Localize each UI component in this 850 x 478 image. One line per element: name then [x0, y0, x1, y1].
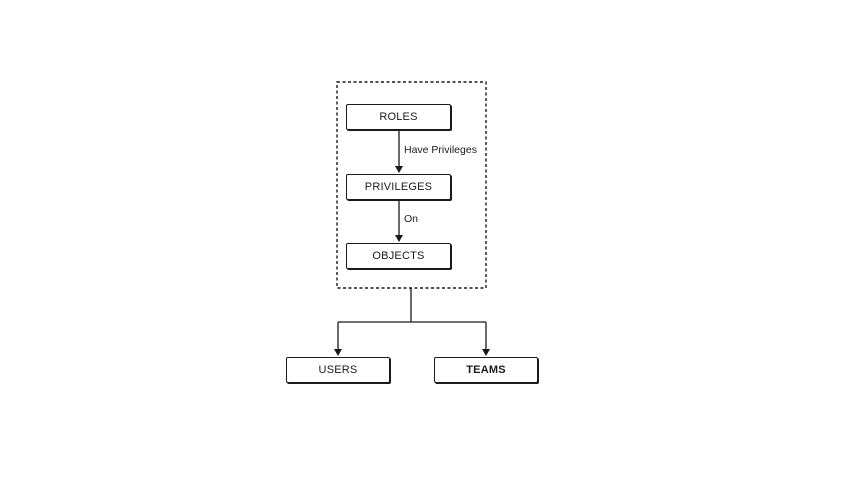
- node-objects: OBJECTS: [346, 243, 451, 269]
- edge-label-on: On: [404, 213, 419, 225]
- node-roles: ROLES: [346, 104, 451, 130]
- node-privileges: PRIVILEGES: [346, 174, 451, 200]
- edge-label-have-privileges: Have Privileges: [404, 144, 477, 156]
- node-teams: TEAMS: [434, 357, 538, 383]
- node-users: USERS: [286, 357, 390, 383]
